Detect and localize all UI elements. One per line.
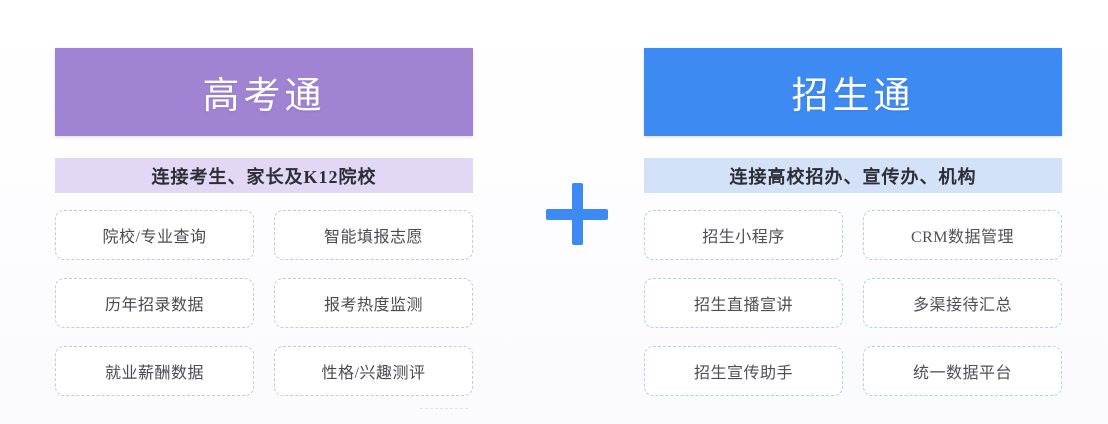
feature-label: 院校/专业查询: [102, 229, 207, 246]
product-subtitle-zhaoshengtong: 连接高校招办、宣传办、机构: [729, 166, 977, 187]
feature-label: 性格/兴趣测评: [321, 365, 426, 382]
feature-card[interactable]: CRM数据管理: [863, 210, 1062, 260]
dashed-artifact: [420, 408, 468, 411]
feature-label: 就业薪酬数据: [104, 365, 204, 382]
product-banner-zhaoshengtong: 招生通: [644, 48, 1062, 136]
product-subtitle-band-zhaoshengtong: 连接高校招办、宣传办、机构: [644, 158, 1062, 193]
feature-card[interactable]: 院校/专业查询: [55, 210, 254, 260]
product-subtitle-band-gaokaotong: 连接考生、家长及K12院校: [55, 158, 473, 193]
feature-grid-zhaoshengtong: 招生小程序 CRM数据管理 招生直播宣讲 多渠接待汇总 招生宣传助手 统一数据平…: [644, 210, 1062, 396]
feature-card[interactable]: 招生直播宣讲: [644, 278, 843, 328]
product-column-gaokaotong: 高考通 连接考生、家长及K12院校 院校/专业查询 智能填报志愿 历年招录数据 …: [55, 48, 473, 396]
product-subtitle-gaokaotong: 连接考生、家长及K12院校: [151, 166, 377, 187]
product-banner-gaokaotong: 高考通: [55, 48, 473, 136]
feature-card[interactable]: 招生宣传助手: [644, 346, 843, 396]
product-title-zhaoshengtong: 招生通: [791, 76, 915, 117]
feature-card[interactable]: 多渠接待汇总: [863, 278, 1062, 328]
feature-card[interactable]: 历年招录数据: [55, 278, 254, 328]
feature-card[interactable]: 招生小程序: [644, 210, 843, 260]
plus-vertical-bar: [572, 183, 583, 245]
feature-label: 招生宣传助手: [693, 365, 793, 382]
feature-grid-gaokaotong: 院校/专业查询 智能填报志愿 历年招录数据 报考热度监测 就业薪酬数据 性格/兴…: [55, 210, 473, 396]
feature-label: 历年招录数据: [104, 297, 204, 314]
feature-label: 报考热度监测: [323, 297, 423, 314]
plus-icon: [546, 183, 608, 245]
feature-card[interactable]: 报考热度监测: [274, 278, 473, 328]
feature-label: 统一数据平台: [912, 365, 1012, 382]
feature-label: 多渠接待汇总: [912, 297, 1012, 314]
product-title-gaokaotong: 高考通: [202, 76, 326, 117]
feature-label: 智能填报志愿: [323, 229, 423, 246]
feature-label: CRM数据管理: [910, 229, 1015, 246]
feature-card[interactable]: 性格/兴趣测评: [274, 346, 473, 396]
product-column-zhaoshengtong: 招生通 连接高校招办、宣传办、机构 招生小程序 CRM数据管理 招生直播宣讲 多…: [644, 48, 1062, 396]
feature-card[interactable]: 智能填报志愿: [274, 210, 473, 260]
feature-label: 招生小程序: [702, 229, 785, 246]
feature-card[interactable]: 就业薪酬数据: [55, 346, 254, 396]
feature-card[interactable]: 统一数据平台: [863, 346, 1062, 396]
feature-label: 招生直播宣讲: [693, 297, 793, 314]
